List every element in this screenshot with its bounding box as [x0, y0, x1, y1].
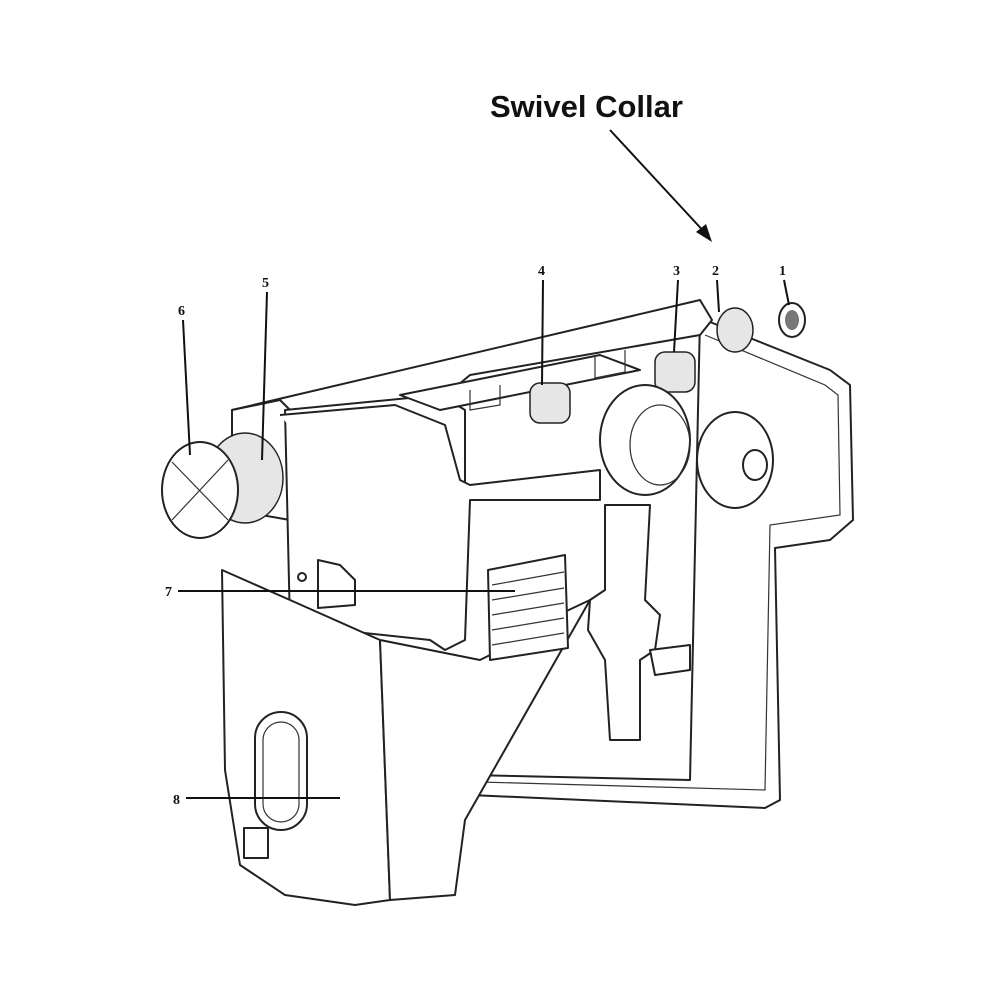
callout-6: 6 [178, 304, 185, 319]
screen-mesh [785, 310, 799, 330]
pipe-fitting-4 [529, 382, 571, 424]
vent-grille [487, 554, 569, 661]
callout-3: 3 [673, 264, 680, 279]
leader-2 [716, 279, 720, 313]
leader-4 [541, 279, 544, 386]
side-nozzle [649, 644, 691, 676]
valve-stem [742, 449, 768, 481]
leader-1 [783, 279, 790, 306]
top-channel [399, 354, 641, 411]
swivel-collar [716, 307, 754, 353]
callout-2: 2 [712, 264, 719, 279]
callout-8: 8 [173, 793, 180, 808]
side-tab [317, 559, 356, 609]
leader-5 [261, 291, 268, 461]
oval-slot-inner [262, 721, 300, 823]
top-brackets [469, 350, 626, 411]
callout-5: 5 [262, 276, 269, 291]
housing-cap [279, 404, 601, 641]
screw-hole [297, 572, 307, 582]
callout-4: 4 [538, 264, 545, 279]
callout-1: 1 [779, 264, 786, 279]
swivel-collar-title: Swivel Collar [490, 89, 683, 124]
title-arrow-head [696, 224, 712, 242]
title-arrow-line [609, 129, 709, 237]
vent-slats [491, 571, 565, 646]
small-square-cutout [243, 827, 269, 859]
knob-cross [171, 459, 229, 521]
pipe-fitting-3 [654, 351, 696, 393]
oval-slot [254, 711, 308, 831]
leader-3 [673, 279, 679, 353]
lower-valve-assembly [587, 504, 661, 741]
valve-cap [696, 411, 774, 509]
back-plate-inner-edge [479, 334, 841, 791]
callout-7: 7 [165, 585, 172, 600]
leader-6 [182, 319, 191, 456]
valve-inner [629, 404, 691, 486]
